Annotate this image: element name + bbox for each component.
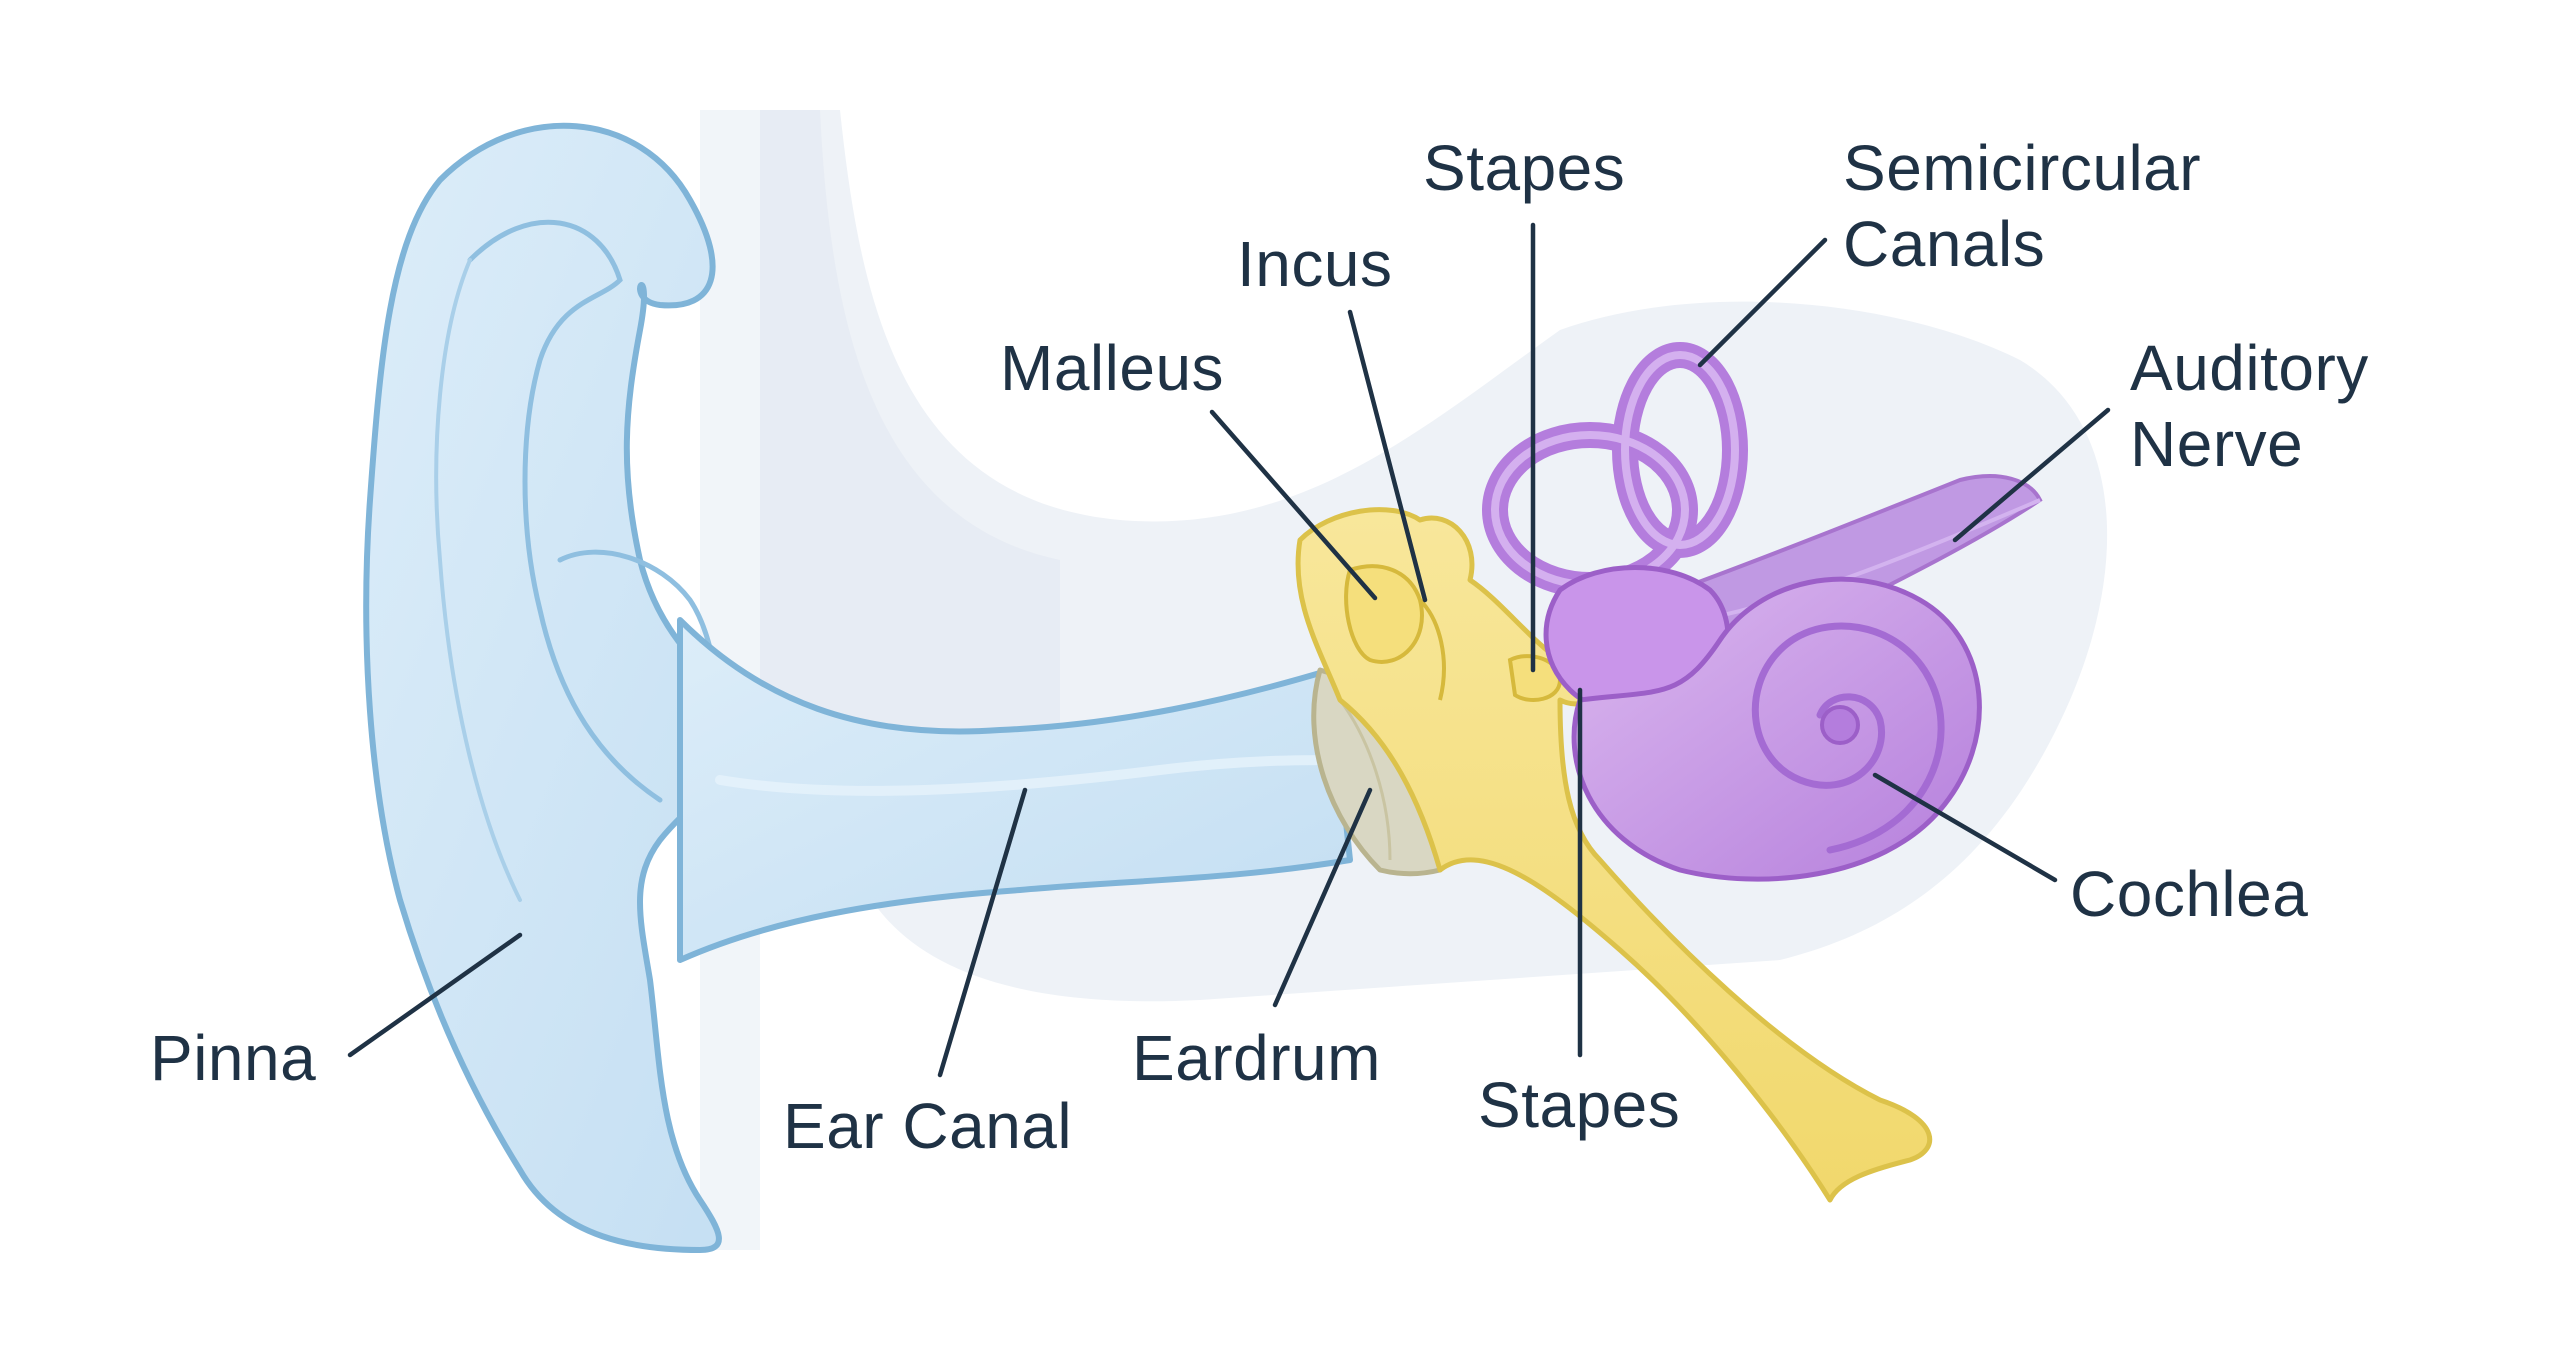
leader-auditory-nerve bbox=[1952, 407, 2111, 543]
label-ear-canal: Ear Canal bbox=[783, 1090, 1073, 1162]
label-auditory-nerve: Auditory Nerve bbox=[2130, 330, 2369, 482]
leader-incus bbox=[1347, 309, 1428, 603]
label-auditory-nerve-line2: Nerve bbox=[2130, 408, 2304, 480]
leader-pinna bbox=[347, 932, 523, 1058]
leader-semicircular-canals bbox=[1697, 237, 1828, 368]
label-pinna: Pinna bbox=[150, 1022, 317, 1094]
label-eardrum: Eardrum bbox=[1132, 1022, 1381, 1094]
label-semicircular-canals-line1: Semicircular bbox=[1843, 132, 2202, 204]
label-incus: Incus bbox=[1237, 228, 1393, 300]
label-malleus: Malleus bbox=[1000, 332, 1225, 404]
inner-ear-shape bbox=[1482, 342, 2043, 882]
leader-eardrum bbox=[1272, 787, 1373, 1008]
leader-ear-canal bbox=[937, 787, 1028, 1078]
label-stapes-top: Stapes bbox=[1423, 132, 1626, 204]
leader-cochlea bbox=[1872, 772, 2058, 883]
label-semicircular-canals: Semicircular Canals bbox=[1843, 130, 2201, 282]
label-cochlea: Cochlea bbox=[2070, 858, 2309, 930]
label-semicircular-canals-line2: Canals bbox=[1843, 208, 2046, 280]
leader-lines bbox=[347, 222, 2111, 1078]
label-auditory-nerve-line1: Auditory bbox=[2130, 332, 2369, 404]
label-stapes-bottom: Stapes bbox=[1478, 1069, 1681, 1141]
leader-malleus bbox=[1209, 409, 1378, 601]
